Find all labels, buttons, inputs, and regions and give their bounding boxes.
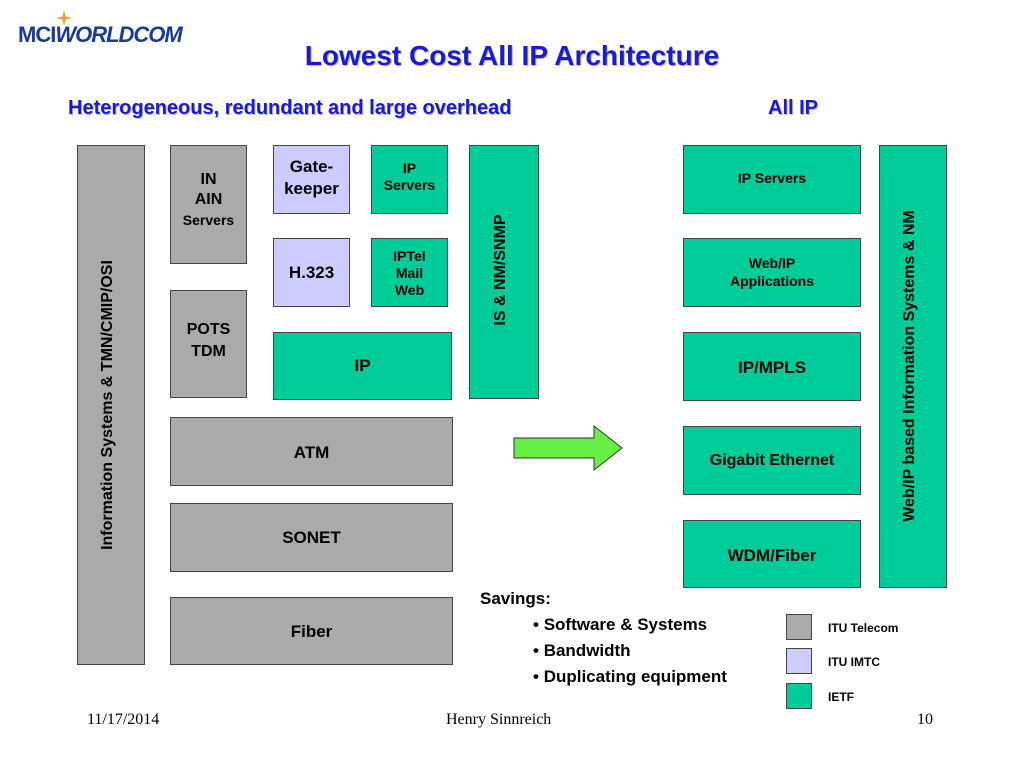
star-icon bbox=[56, 10, 72, 26]
is-nm-snmp-label: IS & NM/SNMP bbox=[492, 214, 509, 326]
fiber-box: Fiber bbox=[170, 597, 453, 665]
pots-label: POTS bbox=[186, 321, 231, 338]
logo: MCIWORLDCOM bbox=[18, 10, 198, 47]
fiber-label: Fiber bbox=[290, 622, 333, 641]
right-heading: All IP bbox=[768, 97, 819, 119]
sonet-label: SONET bbox=[282, 528, 341, 547]
ip-servers-left-box: IP Servers bbox=[371, 145, 448, 214]
gatekeeper-line1: Gate- bbox=[289, 157, 334, 176]
web-ip-info-systems-label: Web/IP based Information Systems & NM bbox=[901, 210, 918, 522]
info-systems-tmn-bar bbox=[77, 145, 145, 665]
mail-label: Mail bbox=[395, 265, 424, 281]
ip-mpls-label: IP/MPLS bbox=[737, 358, 806, 377]
page-title: Lowest Cost All IP Architecture bbox=[304, 40, 720, 71]
logo-mci: MCI bbox=[18, 22, 56, 47]
savings-item-1: • Software & Systems bbox=[533, 615, 707, 635]
web-label: Web bbox=[394, 282, 425, 298]
bullet: • bbox=[533, 641, 539, 660]
tdm-label: TDM bbox=[191, 343, 226, 360]
info-systems-tmn-label: Information Systems & TMN/CMIP/OSI bbox=[99, 260, 116, 550]
gatekeeper-line2: keeper bbox=[284, 179, 339, 198]
web-ip-info-systems-bar bbox=[879, 145, 947, 588]
iptel-mail-web-box: IPTel Mail Web bbox=[371, 238, 448, 307]
legend-swatch-ietf bbox=[786, 683, 812, 709]
wdm-label: WDM/Fiber bbox=[727, 546, 817, 565]
footer-date: 11/17/2014 bbox=[87, 711, 160, 728]
legend-label-itu-telecom: ITU Telecom bbox=[828, 621, 899, 635]
gatekeeper-box: Gate- keeper bbox=[273, 145, 350, 214]
applications-label: Applications bbox=[729, 273, 814, 289]
web-ip-label: Web/IP bbox=[748, 255, 796, 271]
ip-left-box: IP bbox=[273, 332, 452, 400]
is-nm-snmp-bar bbox=[469, 145, 539, 399]
bullet: • bbox=[533, 667, 539, 686]
gigabit-ethernet-box: Gigabit Ethernet bbox=[683, 426, 861, 495]
left-heading: Heterogeneous, redundant and large overh… bbox=[68, 97, 512, 119]
ip-servers-left-line1: IP bbox=[402, 160, 417, 176]
ain-label: AIN bbox=[194, 191, 223, 208]
atm-label: ATM bbox=[293, 443, 330, 462]
in-label: IN bbox=[200, 171, 217, 188]
ip-servers-right-label: IP Servers bbox=[737, 170, 807, 186]
right-arrow-icon bbox=[513, 424, 623, 472]
iptel-label: IPTel bbox=[393, 248, 426, 264]
h323-label: H.323 bbox=[288, 262, 335, 282]
sonet-box: SONET bbox=[170, 503, 453, 572]
atm-box: ATM bbox=[170, 417, 453, 486]
web-ip-applications-box: Web/IP Applications bbox=[683, 238, 861, 307]
gigabit-label: Gigabit Ethernet bbox=[709, 452, 835, 469]
footer-author: Henry Sinnreich bbox=[446, 711, 552, 728]
savings-heading: Savings: bbox=[480, 589, 551, 608]
ip-servers-right-box: IP Servers bbox=[683, 145, 861, 214]
legend-label-itu-imtc: ITU IMTC bbox=[828, 655, 880, 669]
savings-item-label: Software & Systems bbox=[543, 615, 708, 634]
savings-item-3: • Duplicating equipment bbox=[533, 667, 727, 687]
legend-swatch-itu-telecom bbox=[786, 614, 812, 640]
savings-item-label: Duplicating equipment bbox=[543, 667, 727, 686]
legend-swatch-itu-imtc bbox=[786, 648, 812, 674]
bullet: • bbox=[533, 615, 539, 634]
servers-label: Servers bbox=[182, 212, 235, 228]
ip-servers-left-line2: Servers bbox=[383, 177, 436, 193]
pots-tdm-box: POTS TDM bbox=[170, 290, 247, 398]
ip-mpls-box: IP/MPLS bbox=[683, 332, 861, 401]
legend-label-ietf: IETF bbox=[828, 690, 854, 704]
ip-left-label: IP bbox=[354, 356, 371, 375]
savings-item-2: • Bandwidth bbox=[533, 641, 631, 661]
footer-page-number: 10 bbox=[917, 711, 933, 728]
savings-item-label: Bandwidth bbox=[543, 641, 631, 660]
logo-worldcom: WORLDCOM bbox=[55, 22, 182, 47]
h323-box: H.323 bbox=[273, 238, 350, 307]
in-ain-servers-box: IN AIN Servers bbox=[170, 145, 247, 264]
wdm-fiber-box: WDM/Fiber bbox=[683, 520, 861, 588]
